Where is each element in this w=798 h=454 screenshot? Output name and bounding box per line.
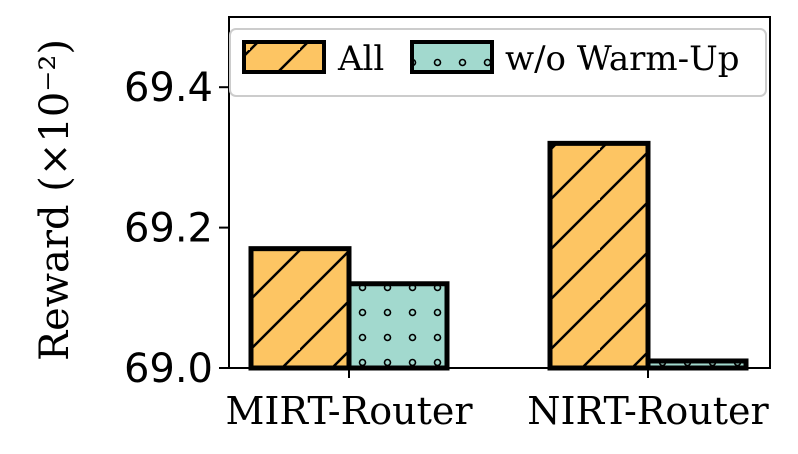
y-axis-label: Reward (×10⁻²) — [32, 39, 78, 361]
x-tick-label: NIRT-Router — [527, 389, 769, 433]
bar-mirt-router-w-o-warm-up — [346, 281, 450, 371]
x-tick-label: MIRT-Router — [225, 389, 473, 433]
bar-mirt-router-all — [248, 246, 352, 371]
bar-nirt-router-w-o-warm-up — [645, 358, 749, 371]
legend-label: All — [337, 39, 384, 79]
y-tick-label: 69.0 — [124, 346, 213, 392]
legend-box — [229, 28, 767, 97]
legend: All w/o Warm-Up — [229, 28, 767, 97]
y-tick-label: 69.4 — [124, 65, 213, 111]
bar-nirt-router-all — [547, 140, 651, 371]
plot-frame — [228, 16, 771, 369]
y-tick-label: 69.2 — [124, 206, 213, 252]
legend-label: w/o Warm-Up — [505, 39, 740, 79]
legend-swatch-all — [242, 40, 326, 74]
legend-swatch-w-o-warm-up — [410, 40, 494, 74]
